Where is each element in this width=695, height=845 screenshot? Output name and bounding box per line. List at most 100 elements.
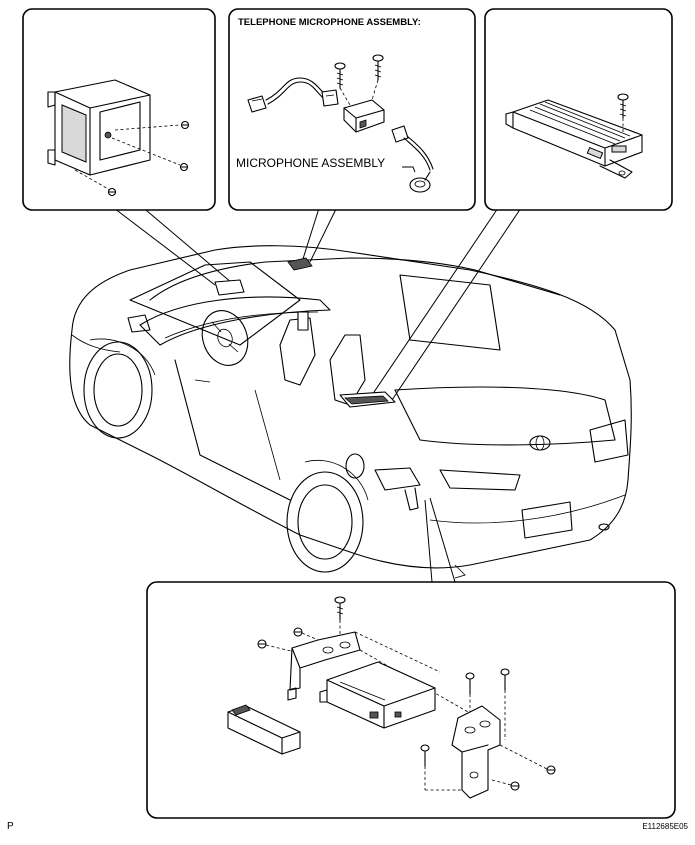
microphone-module-port <box>359 119 367 129</box>
right-mounting-bracket <box>451 705 501 799</box>
panel-navigation-unit <box>22 8 216 211</box>
leader-microphone-2 <box>309 204 339 263</box>
panel-telephone-microphone: TELEPHONE MICROPHONE ASSEMBLY: MICROPHON… <box>228 8 476 211</box>
car-body <box>69 245 632 569</box>
front-wheel-rim <box>93 353 143 427</box>
receiver-connector-2 <box>394 711 402 718</box>
rear-bumper <box>429 494 626 524</box>
receiver-screw-path-left <box>265 644 296 653</box>
panel-amplifier <box>484 8 673 211</box>
harness-wire-b <box>267 81 327 105</box>
microphone-assembly-label: MICROPHONE ASSEMBLY <box>236 156 385 170</box>
front-seat <box>279 317 316 386</box>
leader-navigation-unit-2 <box>139 204 233 284</box>
rear-emblem-inner <box>535 435 545 451</box>
microphone-assembly-leader <box>402 166 416 173</box>
leader-navigation-unit <box>109 204 216 286</box>
rear-quarter-detail <box>454 564 466 579</box>
navigation-unit-side-panel <box>99 101 141 161</box>
telephone-microphone-assembly-label: TELEPHONE MICROPHONE ASSEMBLY: <box>238 17 421 28</box>
bolt-icon <box>420 744 430 767</box>
leader-amplifier <box>369 204 501 399</box>
steering-wheel <box>201 310 249 366</box>
windshield-frame <box>129 261 301 346</box>
rear-wheel-arch <box>304 459 369 501</box>
receiver-unit-line <box>339 681 386 701</box>
receiver-location <box>374 467 421 491</box>
microphone-cable-a <box>403 137 431 171</box>
amplifier-end-bracket <box>505 111 514 129</box>
amplifier-fins <box>529 101 631 145</box>
amplifier-connector-2 <box>611 145 627 153</box>
microphone-cable-b <box>406 135 434 170</box>
bolt-icon <box>334 596 346 621</box>
screw-icon <box>546 765 556 775</box>
screw-path-2 <box>111 137 181 166</box>
exhaust-tip <box>598 523 610 531</box>
screw-path-3 <box>74 169 111 191</box>
screw-icon <box>293 627 303 637</box>
front-door-line <box>174 359 291 501</box>
hood-edge <box>71 334 121 353</box>
microphone-stem <box>424 171 431 181</box>
screw-icon <box>104 131 112 139</box>
right-bracket-hole-1 <box>464 726 476 734</box>
microphone-grille <box>414 180 426 188</box>
trunk-amplifier-shade <box>343 395 389 405</box>
leader-microphone <box>301 204 321 263</box>
fuel-door <box>345 453 365 479</box>
door-handle <box>194 379 211 383</box>
receiver-bracket-location <box>404 487 419 511</box>
car-roofline <box>149 257 561 301</box>
antenna-module-cap <box>231 704 251 716</box>
receiver-screw-path-2 <box>301 632 319 641</box>
screw-icon <box>257 639 267 649</box>
navigation-unit-front <box>61 104 87 163</box>
screw-icon <box>180 120 190 130</box>
steering-hub <box>217 328 233 348</box>
rear-window <box>399 274 501 351</box>
left-bracket-hole-2 <box>339 641 351 649</box>
amplifier-bracket-hole <box>618 170 626 176</box>
side-mirror <box>127 314 151 333</box>
bolt-icon <box>465 672 475 695</box>
rear-wheel <box>286 471 364 573</box>
vehicle-outline-icon <box>69 245 632 579</box>
left-bracket-hole-1 <box>322 646 334 654</box>
rear-emblem-icon <box>529 435 551 451</box>
bolt-icon <box>617 93 629 119</box>
screw-icon <box>179 162 189 172</box>
leader-amplifier-2 <box>391 204 524 401</box>
screw-icon <box>107 187 117 197</box>
receiver-connector-1 <box>369 711 379 719</box>
amplifier-connector-1 <box>586 146 604 160</box>
leader-lines <box>109 204 524 583</box>
connector-icon <box>247 95 267 113</box>
left-bracket-fold <box>291 647 301 669</box>
left-bracket-tab <box>287 687 297 701</box>
trunk-lid <box>394 386 616 446</box>
dashboard-line <box>164 311 319 339</box>
door-seam <box>254 389 281 481</box>
taillight-left <box>439 469 521 491</box>
taillight-right <box>589 419 629 463</box>
right-bracket-hole-2 <box>479 720 491 728</box>
connector-icon <box>321 89 339 107</box>
steering-spoke-1 <box>211 321 222 333</box>
leader-receiver <box>424 499 433 583</box>
harness-wire-a <box>265 77 329 101</box>
panel-amplifier-frame <box>484 8 673 211</box>
amplifier-bracket <box>599 159 633 179</box>
dash-unit-location <box>214 279 245 296</box>
panel-receiver <box>146 581 676 819</box>
license-plate <box>521 501 573 539</box>
navigation-bracket-lower <box>47 149 56 166</box>
right-bracket-hole-3 <box>469 771 479 779</box>
console-module-location <box>297 311 309 331</box>
figure-id: E112685E05 <box>642 822 688 831</box>
front-wheel-arch <box>89 338 156 376</box>
dashboard <box>139 296 331 346</box>
roof-microphone-location <box>287 257 313 271</box>
navigation-bracket-upper <box>47 91 56 108</box>
